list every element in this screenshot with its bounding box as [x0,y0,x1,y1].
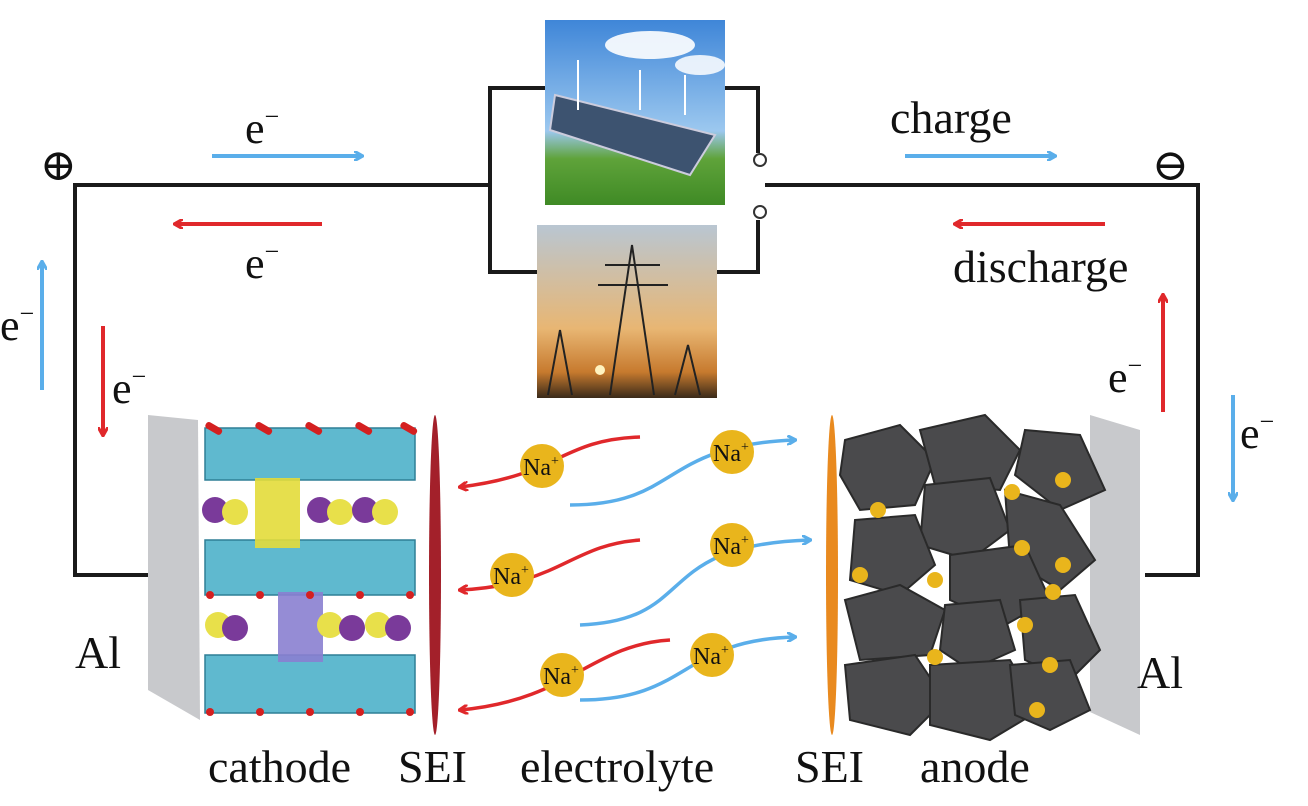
svg-text:e−: e− [0,299,34,350]
cathode-structure [202,422,418,716]
negative-terminal-icon: ⊖ [1152,141,1189,190]
electron-labels: e− e− e− e− e− e− [0,102,1274,458]
svg-text:e−: e− [245,102,279,153]
switch-contact [753,205,767,219]
sei-cathode-layer [429,415,441,735]
electrolyte-label: electrolyte [520,741,714,792]
svg-text:Na+: Na+ [713,440,749,467]
al-label-right: Al [1137,647,1183,698]
cathode-label: cathode [208,741,351,792]
svg-text:e−: e− [245,237,279,288]
svg-text:Na+: Na+ [493,563,529,590]
svg-text:e−: e− [112,362,146,413]
aluminum-collector-right [1090,415,1140,735]
svg-text:Na+: Na+ [543,663,579,690]
anode-structure [838,413,1107,742]
positive-terminal-icon: ⊕ [40,141,77,190]
aluminum-collector-left [148,415,200,720]
svg-text:Na+: Na+ [713,533,749,560]
svg-text:e−: e− [1240,407,1274,458]
svg-text:Na+: Na+ [523,454,559,481]
charge-label: charge [890,92,1012,143]
svg-text:e−: e− [1108,351,1142,402]
switch-contact [753,153,767,167]
svg-text:Na+: Na+ [693,643,729,670]
discharge-label: discharge [953,241,1128,292]
external-circuit [73,86,1200,577]
solar-wind-image [545,20,725,205]
sodium-ions: Na+ Na+ Na+ Na+ Na+ Na+ [490,430,754,697]
power-grid-image [537,225,717,398]
anode-label: anode [920,741,1030,792]
sei-label-left: SEI [398,741,467,792]
sei-label-right: SEI [795,741,864,792]
al-label-left: Al [75,627,121,678]
sei-anode-layer [826,415,838,735]
